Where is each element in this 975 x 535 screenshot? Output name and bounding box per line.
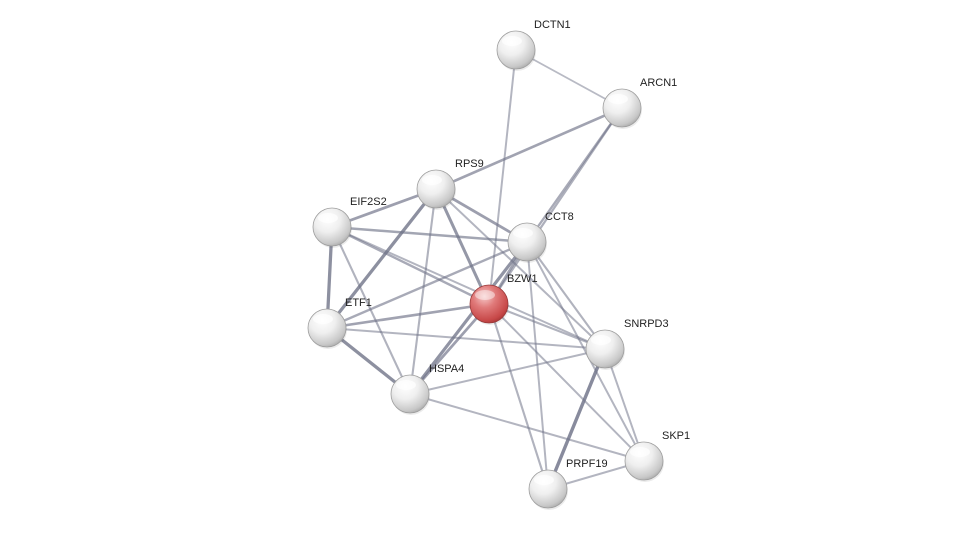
- node-highlight: [513, 228, 533, 238]
- edge-cct8-snrpd3: [525, 240, 607, 351]
- node-highlight: [318, 213, 338, 223]
- edge-eif2s2-snrpd3: [331, 226, 606, 350]
- node-highlight: [630, 447, 650, 457]
- edge-etf1-snrpd3: [326, 327, 606, 350]
- edge-eif2s2-hspa4: [330, 225, 412, 396]
- node-skp1[interactable]: [624, 441, 664, 482]
- edge-bzw1-hspa4: [408, 302, 491, 396]
- node-snrpd3[interactable]: [585, 329, 625, 370]
- node-label-dctn1: DCTN1: [534, 19, 571, 31]
- node-label-etf1: ETF1: [345, 297, 372, 309]
- node-label-eif2s2: EIF2S2: [350, 196, 387, 208]
- node-etf1[interactable]: [307, 308, 347, 349]
- node-label-prpf19: PRPF19: [566, 458, 608, 470]
- node-prpf19[interactable]: [528, 469, 568, 510]
- edge-eif2s2-bzw1: [330, 225, 491, 306]
- node-layer: [307, 30, 664, 510]
- node-highlight: [608, 94, 628, 104]
- node-label-cct8: CCT8: [545, 211, 574, 223]
- node-highlight: [534, 475, 554, 485]
- edge-arcn1-rps9: [434, 106, 624, 191]
- edge-eif2s2-cct8: [330, 225, 529, 244]
- node-cct8[interactable]: [507, 222, 547, 263]
- node-highlight: [396, 380, 416, 390]
- edge-bzw1-prpf19: [487, 302, 550, 491]
- node-label-skp1: SKP1: [662, 430, 690, 442]
- edge-rps9-etf1: [325, 187, 438, 330]
- edge-bzw1-etf1: [325, 302, 491, 330]
- node-eif2s2[interactable]: [312, 207, 352, 248]
- node-highlight: [422, 175, 442, 185]
- node-hspa4[interactable]: [390, 374, 430, 415]
- node-highlight: [591, 335, 611, 345]
- edge-cct8-skp1: [526, 241, 645, 462]
- edge-bzw1-snrpd3: [487, 302, 607, 351]
- edge-rps9-hspa4: [408, 187, 438, 396]
- edge-dctn1-arcn1: [515, 49, 623, 109]
- edge-bzw1-skp1: [488, 303, 645, 462]
- edge-hspa4-skp1: [409, 393, 645, 462]
- edge-rps9-snrpd3: [435, 188, 606, 350]
- edge-layer: [325, 49, 645, 491]
- node-highlight: [313, 314, 333, 324]
- node-label-rps9: RPS9: [455, 158, 484, 170]
- node-arcn1[interactable]: [602, 88, 642, 129]
- edge-rps9-bzw1: [434, 187, 491, 306]
- node-rps9[interactable]: [416, 169, 456, 210]
- label-layer: DCTN1ARCN1RPS9EIF2S2CCT8BZW1ETF1SNRPD3HS…: [345, 19, 690, 470]
- node-label-bzw1: BZW1: [507, 273, 538, 285]
- node-dctn1[interactable]: [496, 30, 536, 71]
- edge-cct8-hspa4: [408, 240, 529, 396]
- edge-dctn1-bzw1: [488, 49, 517, 305]
- node-label-arcn1: ARCN1: [640, 77, 677, 89]
- node-bzw1[interactable]: [469, 284, 509, 325]
- edge-snrpd3-skp1: [604, 348, 645, 462]
- node-highlight: [502, 36, 522, 46]
- node-label-hspa4: HSPA4: [429, 363, 464, 375]
- edge-arcn1-bzw1: [487, 106, 624, 306]
- query-node-circle[interactable]: [469, 284, 509, 324]
- edge-cct8-etf1: [325, 240, 529, 330]
- node-label-snrpd3: SNRPD3: [624, 318, 669, 330]
- node-highlight: [475, 290, 495, 300]
- edge-hspa4-snrpd3: [409, 348, 606, 395]
- edge-snrpd3-prpf19: [546, 347, 607, 491]
